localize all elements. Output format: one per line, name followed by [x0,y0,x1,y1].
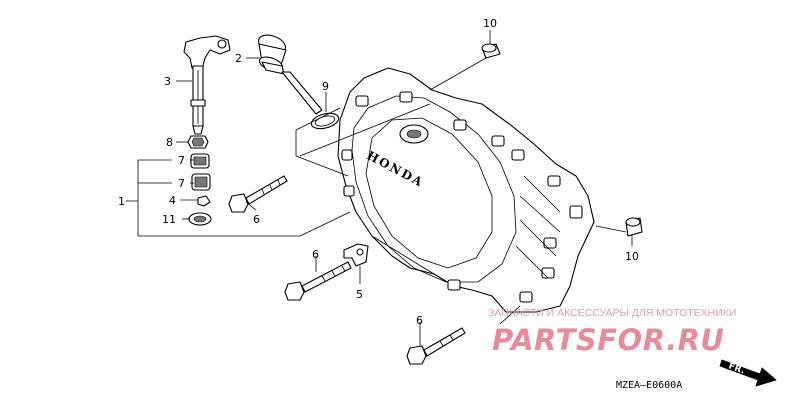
callout-3: 3 [164,75,171,88]
part-2-oil-cap [258,34,323,115]
callout-6-lower: 6 [416,314,423,327]
callout-6-middle: 6 [312,248,319,261]
callout-10-upper: 10 [483,17,497,30]
leader-lines [126,30,633,346]
callout-7-upper: 7 [178,154,185,167]
callout-10-lower: 10 [625,250,639,263]
callout-5: 5 [356,288,363,301]
part-7-seal-lower [191,173,211,191]
part-10-dowel-lower [625,217,643,237]
part-9-o-ring [310,112,340,130]
callout-7-lower: 7 [178,177,185,190]
callout-8: 8 [166,136,173,149]
watermark: ЗАПЧАСТИ И АКСЕССУАРЫ ДЛЯ МОТОТЕХНИКИ PA… [488,307,736,357]
callout-numbers: 1 2 3 4 5 6 6 6 7 7 8 9 10 10 11 [118,17,639,327]
part-10-dowel-upper [481,43,501,59]
part-6-bolt-middle [284,261,352,301]
part-7-seal-upper [190,153,210,169]
callout-2: 2 [235,52,242,65]
part-8-nut [187,135,209,149]
callout-9: 9 [322,80,329,93]
front-direction-arrow: FR. [719,359,777,387]
callout-4: 4 [169,194,176,207]
part-4-clip [197,195,211,207]
part-6-bolt-lower [406,327,466,365]
callout-1: 1 [118,195,125,208]
diagram-code: MZEA—E0600A [616,380,682,391]
crankcase-cover: HONDA [337,67,595,313]
part-5-bracket [343,243,369,267]
callout-6-upper: 6 [253,213,260,226]
watermark-logo: PARTSFOR.RU [492,323,724,357]
direction-label: FR. [727,361,746,376]
watermark-caption: ЗАПЧАСТИ И АКСЕССУАРЫ ДЛЯ МОТОТЕХНИКИ [488,307,736,319]
part-11-washer [188,212,212,226]
part-3-shaft [183,35,231,135]
part-6-bolt-upper [228,175,288,213]
callout-11: 11 [162,213,176,226]
